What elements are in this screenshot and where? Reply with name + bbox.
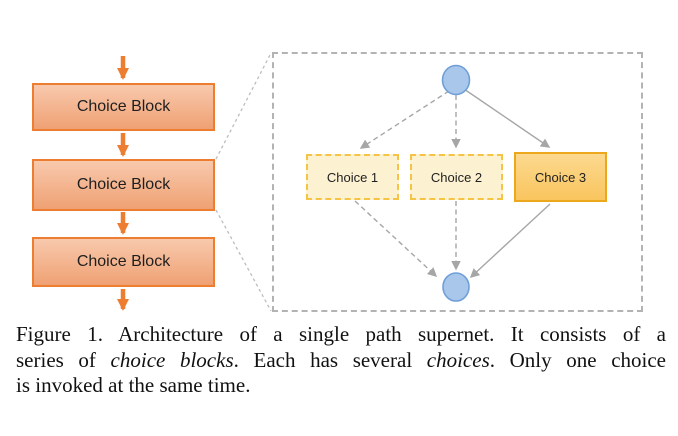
edge-choice1-to-output (354, 200, 438, 278)
input-node-circle (441, 64, 471, 96)
figure-caption: Figure 1. Architecture of a single path … (16, 322, 666, 399)
choice-option-3-selected: Choice 3 (514, 152, 607, 202)
zoom-connector-top-line (215, 52, 272, 160)
choice-option-2: Choice 2 (410, 154, 503, 200)
edge-input-to-choice3 (463, 88, 551, 148)
choice-block-zoom-panel (272, 52, 643, 312)
output-node-circle (442, 272, 470, 302)
caption-line-3: is invoked at the same time. (16, 373, 251, 397)
edge-input-to-choice1 (359, 90, 450, 149)
caption-line-1: Figure 1. Architecture of a single path … (16, 322, 666, 346)
choice-option-1: Choice 1 (306, 154, 399, 200)
choice-block-1: Choice Block (32, 83, 215, 131)
choice-block-2: Choice Block (32, 159, 215, 211)
choice-block-3: Choice Block (32, 237, 215, 287)
figure-arrows-layer (117, 52, 551, 312)
zoom-connector-bottom-line (215, 209, 272, 312)
caption-line-2: series of choice blocks. Each has severa… (16, 347, 666, 372)
edge-choice3-to-output (469, 203, 551, 279)
